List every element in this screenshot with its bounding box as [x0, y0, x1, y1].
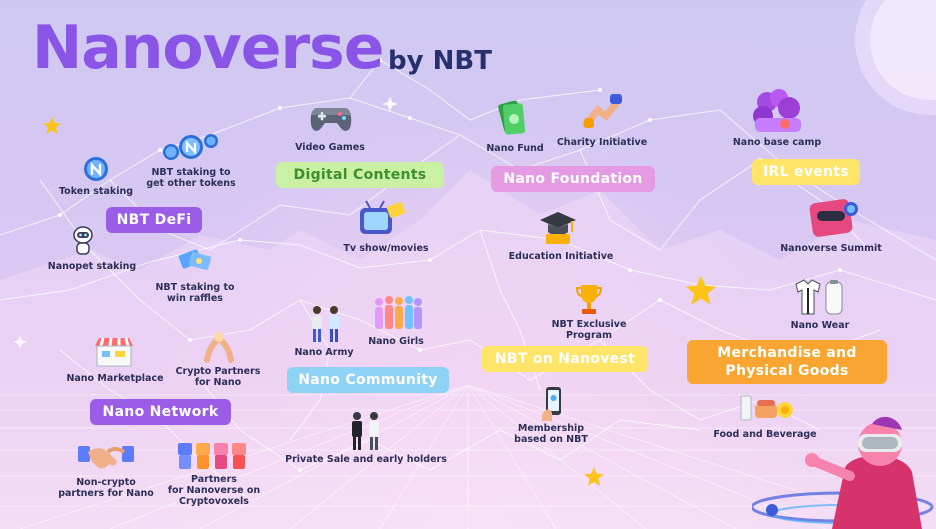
star-icon [43, 117, 61, 134]
label-tv-show: Tv show/movies [343, 243, 429, 254]
label-exclusive-line1: NBT Exclusive [551, 319, 627, 330]
category-merchandise: Merchandise and Physical Goods [687, 340, 887, 384]
food-icon [740, 395, 793, 421]
label-crypto-partners-line2: for Nano [194, 377, 242, 388]
label-membership-line2: based on NBT [514, 434, 588, 445]
clothing-icon [795, 279, 843, 315]
star-icon [685, 275, 717, 305]
label-cryptovoxels-line3: Cryptovoxels [179, 496, 249, 507]
label-nanoverse-summit: Nanoverse Summit [780, 243, 882, 254]
category-nano-community: Nano Community [287, 367, 449, 393]
label-cryptovoxels-line2: for Nanoverse on [167, 485, 261, 496]
label-crypto-partners: Crypto Partners for Nano [168, 366, 268, 388]
label-noncrypto-partners: Non-crypto partners for Nano [50, 477, 162, 499]
label-membership-line1: Membership [517, 423, 585, 434]
base-camp-icon [753, 89, 801, 132]
label-nanopet-staking: Nanopet staking [47, 261, 137, 272]
category-digital-contents: Digital Contents [276, 162, 444, 188]
trophy-icon [576, 285, 602, 314]
page-subtitle: by NBT [388, 46, 492, 76]
graduation-cap-icon [540, 212, 576, 244]
category-merchandise-line2: Physical Goods [725, 363, 849, 379]
vr-character-icon [752, 416, 934, 529]
label-raffles-line1: NBT staking to [155, 282, 235, 293]
label-membership: Membership based on NBT [506, 423, 596, 445]
label-education-initiative: Education Initiative [508, 251, 614, 262]
phone-membership-icon [542, 387, 561, 421]
label-noncrypto-line1: Non-crypto [76, 477, 136, 488]
star-icon [584, 467, 604, 486]
raffle-tickets-icon [178, 249, 212, 270]
handshake-heart-icon [582, 94, 622, 128]
label-nano-fund: Nano Fund [486, 143, 544, 154]
nanopet-robot-icon [73, 226, 93, 255]
tv-icon [360, 200, 406, 234]
label-staking-other-tokens: NBT staking to get other tokens [136, 167, 246, 189]
category-nano-foundation: Nano Foundation [491, 166, 655, 192]
label-noncrypto-line2: partners for Nano [58, 488, 154, 499]
label-nano-girls: Nano Girls [368, 336, 424, 347]
label-charity-initiative: Charity Initiative [556, 137, 648, 148]
label-nano-wear: Nano Wear [790, 320, 850, 331]
category-nbt-on-nanovest: NBT on Nanovest [482, 346, 648, 372]
page-title: Nanoverse [32, 13, 384, 83]
label-private-sale: Private Sale and early holders [285, 454, 447, 465]
army-people-icon [312, 306, 339, 342]
category-nbt-defi: NBT DeFi [106, 207, 202, 233]
money-bills-icon [498, 100, 526, 135]
label-raffles-line2: win raffles [167, 293, 223, 304]
gamepad-icon [310, 108, 352, 131]
label-nbt-exclusive-program: NBT Exclusive Program [538, 319, 640, 341]
crypto-handshake-icon [204, 332, 234, 363]
label-crypto-partners-line1: Crypto Partners [175, 366, 261, 377]
label-cryptovoxels-partners: Partners for Nanoverse on Cryptovoxels [162, 474, 266, 507]
label-video-games: Video Games [295, 142, 365, 153]
market-stall-icon [95, 337, 133, 367]
label-nano-base-camp: Nano base camp [732, 137, 822, 148]
label-token-staking: Token staking [58, 186, 134, 197]
label-cryptovoxels-line1: Partners [191, 474, 237, 485]
category-merchandise-line1: Merchandise and [717, 345, 857, 361]
token-coin-icon [84, 157, 108, 181]
label-exclusive-line2: Program [566, 330, 612, 341]
girls-group-icon [375, 296, 422, 329]
label-staking-other-line1: NBT staking to [151, 167, 231, 178]
vr-headset-icon [809, 199, 858, 237]
token-coins-icon [163, 134, 218, 160]
label-staking-raffles: NBT staking to win raffles [144, 282, 246, 304]
category-irl-events: IRL events [752, 159, 860, 185]
label-staking-other-line2: get other tokens [146, 178, 236, 189]
partner-handshake-icon [78, 446, 134, 469]
label-nano-marketplace: Nano Marketplace [66, 373, 164, 384]
category-nano-network: Nano Network [90, 399, 231, 425]
label-food-beverage: Food and Beverage [713, 429, 817, 440]
label-nano-army: Nano Army [294, 347, 354, 358]
avatars-group-icon [178, 443, 246, 469]
early-holders-icon [352, 412, 379, 450]
